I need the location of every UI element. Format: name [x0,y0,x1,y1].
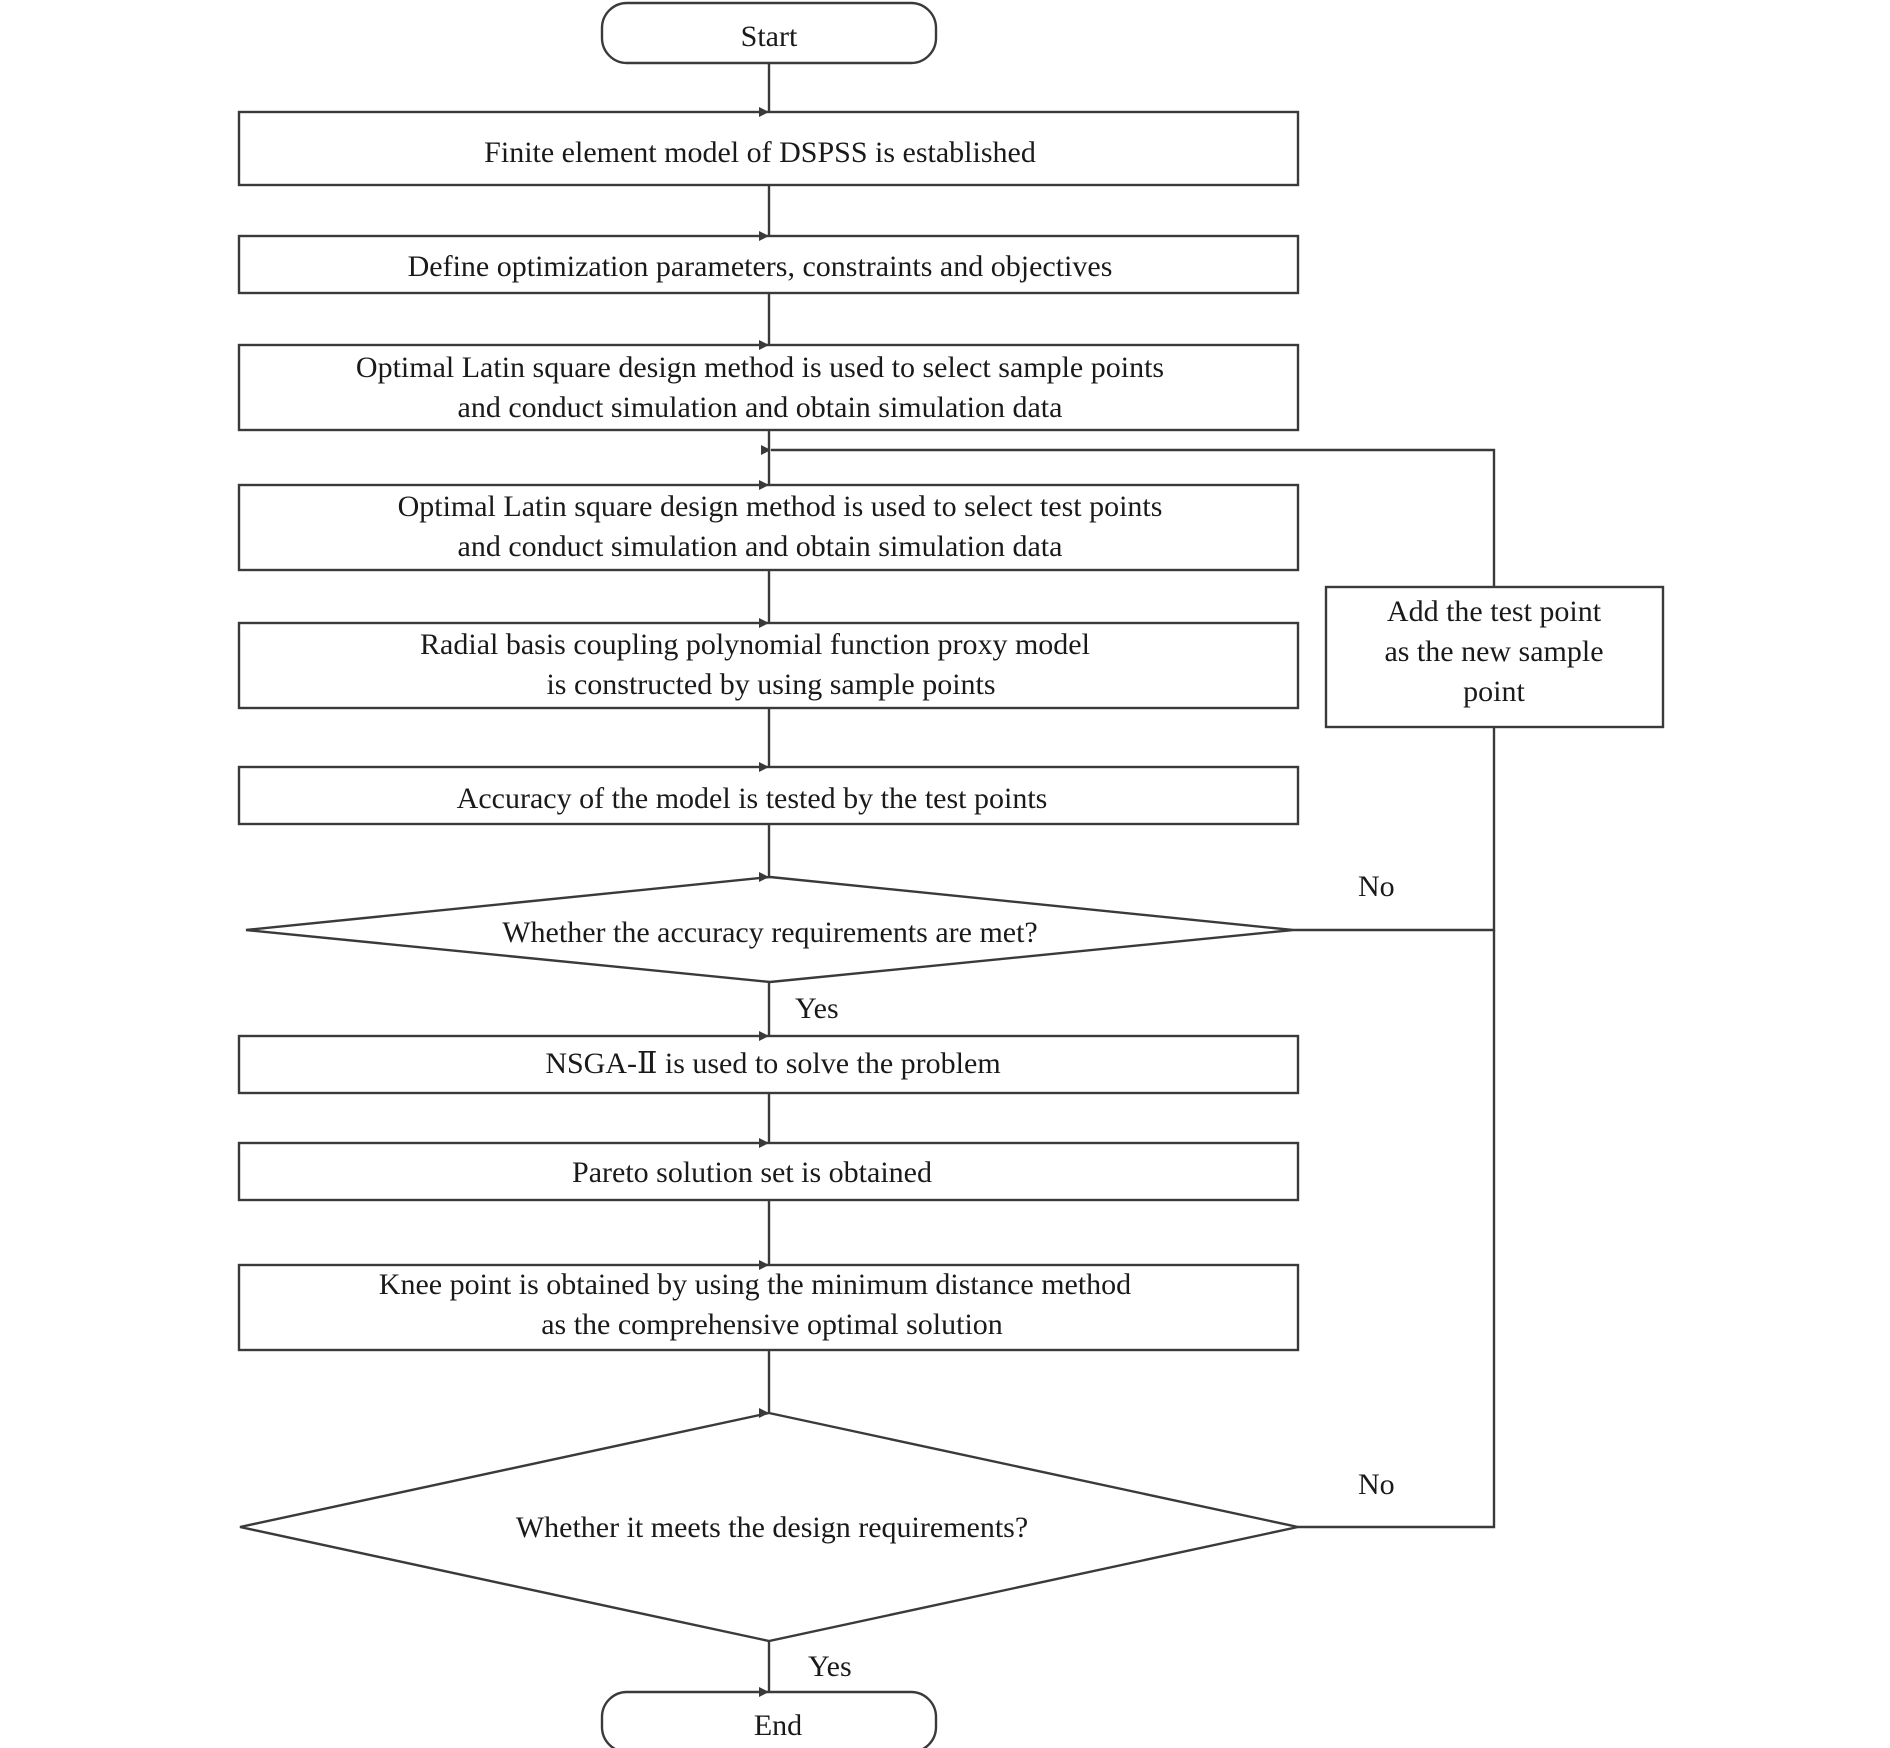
step-pareto-label: Pareto solution set is obtained [572,1156,932,1189]
step-knee-label-2: as the comprehensive optimal solution [541,1308,1003,1341]
feedback-arrow-to-test [761,445,1496,587]
step-test-label-1: Optimal Latin square design method is us… [398,490,1163,523]
step-pareto-box [237,1141,1300,1202]
branch-no-design: No [1358,1468,1395,1501]
step-sample-label-1: Optimal Latin square design method is us… [356,351,1164,384]
end-label: End [754,1709,802,1742]
step-sample-box [237,343,1300,432]
branch-yes-accuracy: Yes [795,992,839,1025]
no-branch-design-line [1298,930,1496,1529]
side-box-label-3: point [1463,675,1525,708]
step-knee-box [237,1263,1300,1352]
decision-accuracy-label: Whether the accuracy requirements are me… [502,916,1038,949]
step-sample-label-2: and conduct simulation and obtain simula… [458,391,1063,424]
branch-yes-design: Yes [808,1650,852,1683]
step-rbf-label-1: Radial basis coupling polynomial functio… [420,628,1090,661]
step-nsga-box [237,1034,1300,1095]
side-box-label-1: Add the test point [1387,595,1602,628]
branch-no-accuracy: No [1358,870,1395,903]
step-fem-label: Finite element model of DSPSS is establi… [484,136,1036,169]
decision-design-label: Whether it meets the design requirements… [516,1511,1028,1544]
step-test-label-2: and conduct simulation and obtain simula… [458,530,1063,563]
step-rbf-label-2: is constructed by using sample points [546,668,995,701]
side-box-label-2: as the new sample [1384,635,1603,668]
step-knee-label-1: Knee point is obtained by using the mini… [379,1268,1131,1301]
step-accuracy-label: Accuracy of the model is tested by the t… [457,782,1048,815]
side-box [1324,585,1665,729]
start-label: Start [741,20,798,53]
step-fem-box [237,110,1300,187]
step-define-label: Define optimization parameters, constrai… [408,250,1113,283]
step-nsga-label: NSGA-Ⅱ is used to solve the problem [545,1047,1000,1080]
